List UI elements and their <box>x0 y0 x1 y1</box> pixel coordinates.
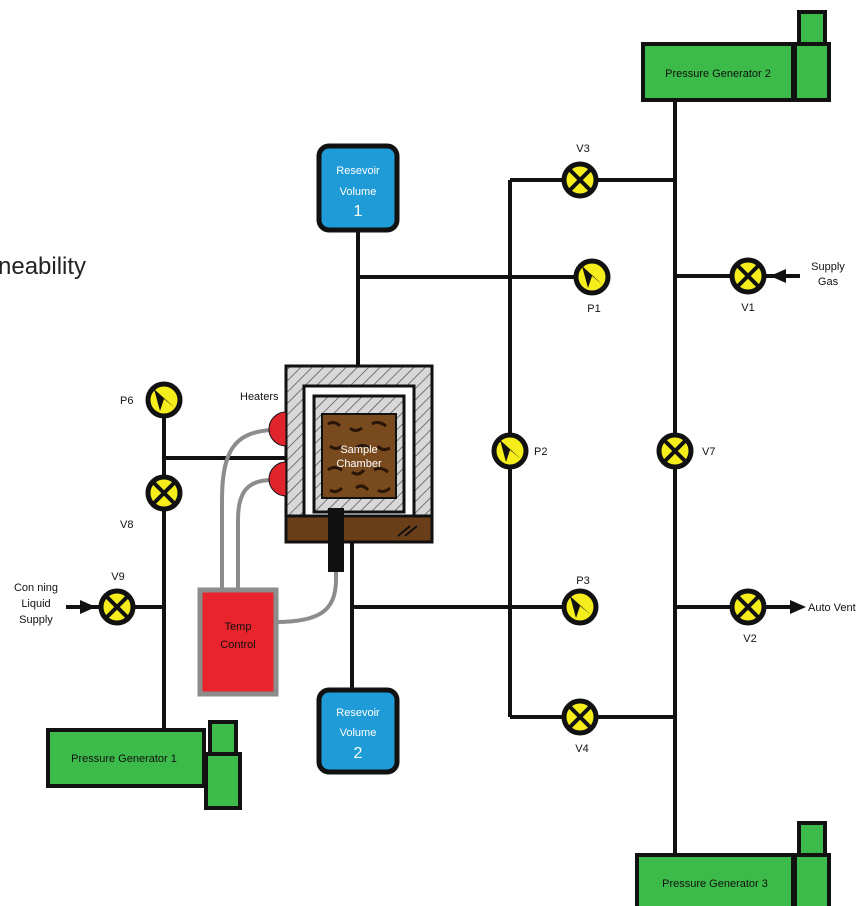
valve-v4-label: V4 <box>575 743 588 755</box>
reservoir-2-name: Resevoir <box>336 707 380 719</box>
valve-v3[interactable]: V3 <box>561 143 599 199</box>
pressure-generator-2: Pressure Generator 2 <box>641 10 831 102</box>
reservoir-1-sub: Volume <box>340 186 377 198</box>
sample-cell: Sample Chamber <box>284 364 434 572</box>
pressure-generator-3: Pressure Generator 3 <box>635 821 831 906</box>
gauge-p2: P2 <box>491 432 547 470</box>
thermocouple-probe <box>328 508 344 572</box>
sample-chamber-line1: Sample <box>340 444 377 456</box>
supply-gas-label-2: Gas <box>818 276 839 288</box>
gauge-p6: P6 <box>120 381 183 419</box>
control-wiring <box>220 428 338 624</box>
valve-v7[interactable]: V7 <box>656 432 715 470</box>
pressure-generator-1-label: Pressure Generator 1 <box>71 753 177 765</box>
gauge-p6-label: P6 <box>120 395 133 407</box>
gauge-p3: P3 <box>561 575 599 626</box>
temp-control: Temp Control <box>197 587 279 697</box>
gauge-needle-icon <box>500 440 521 462</box>
auto-vent-arrow-icon <box>790 600 806 614</box>
supply-gas-label-1: Supply <box>811 261 845 273</box>
reservoir-1-num: 1 <box>354 203 363 220</box>
heater-icon <box>268 461 287 497</box>
temp-control-line2: Control <box>220 639 255 651</box>
gauge-p1-label: P1 <box>587 303 600 315</box>
reservoir-2-sub: Volume <box>340 727 377 739</box>
reservoir-2-num: 2 <box>354 745 363 762</box>
valve-v8-label: V8 <box>120 519 133 531</box>
heater-icon <box>268 411 287 447</box>
supply-gas-arrow-icon <box>770 269 786 283</box>
valve-v1-label: V1 <box>741 302 754 314</box>
valve-v2-label: V2 <box>743 633 756 645</box>
temp-control-line1: Temp <box>225 621 252 633</box>
pressure-generator-2-label: Pressure Generator 2 <box>665 68 771 80</box>
gauge-p1: P1 <box>573 258 611 315</box>
confining-liquid-label-3: Supply <box>19 614 53 626</box>
gauge-needle-icon <box>582 266 603 288</box>
valve-v1[interactable]: V1 <box>729 257 767 314</box>
title-fragment: neability <box>0 253 86 280</box>
valve-v8[interactable]: V8 <box>120 474 183 531</box>
sample-chamber-line2: Chamber <box>336 458 382 470</box>
confining-liquid-label-1: Con ning <box>14 582 58 594</box>
valve-v3-label: V3 <box>576 143 589 155</box>
sample-chamber <box>321 413 397 499</box>
reservoir-2: Resevoir Volume 2 <box>316 687 400 775</box>
reservoir-1: Resevoir Volume 1 <box>316 143 400 233</box>
confining-liquid-label-2: Liquid <box>21 598 50 610</box>
valve-v2[interactable]: V2 <box>729 588 767 645</box>
valve-v7-label: V7 <box>702 446 715 458</box>
gauge-p3-label: P3 <box>576 575 589 587</box>
valve-v9[interactable]: V9 <box>98 571 136 626</box>
gauge-needle-icon <box>154 389 175 411</box>
gauge-needle-icon <box>570 596 591 618</box>
valve-v9-label: V9 <box>111 571 124 583</box>
confining-liquid-arrow-icon <box>80 600 96 614</box>
heaters: Heaters <box>240 391 287 497</box>
valve-v4[interactable]: V4 <box>561 698 599 755</box>
pressure-generator-1: Pressure Generator 1 <box>46 720 242 810</box>
cell-base <box>284 514 434 544</box>
reservoir-1-name: Resevoir <box>336 165 380 177</box>
pressure-generator-3-label: Pressure Generator 3 <box>662 878 768 890</box>
auto-vent-label: Auto Vent <box>808 602 856 614</box>
heaters-label: Heaters <box>240 391 279 403</box>
gauge-p2-label: P2 <box>534 446 547 458</box>
